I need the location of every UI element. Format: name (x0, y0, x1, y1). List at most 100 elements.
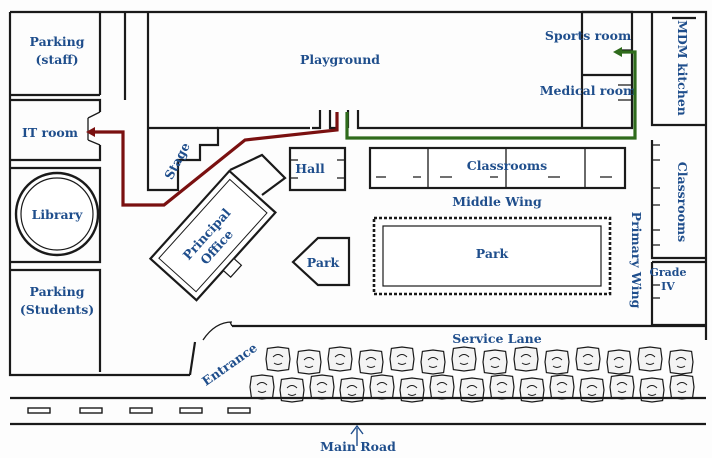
principal-office: Principal Office (148, 153, 287, 302)
tree-detail (616, 382, 628, 393)
grade-label-1: Grade (649, 266, 686, 279)
playground-label: Playground (300, 52, 380, 67)
tree-detail (436, 382, 448, 393)
playground-area: Playground (146, 12, 582, 192)
tree-detail (334, 354, 346, 365)
tree-detail (496, 382, 508, 393)
tree (459, 377, 485, 403)
tree-detail (613, 357, 625, 368)
tree (482, 349, 508, 375)
tree-detail (256, 382, 268, 393)
tree-detail (365, 357, 377, 368)
tree (489, 374, 515, 400)
tree-detail (582, 354, 594, 365)
right-classrooms: Classrooms (650, 140, 706, 260)
tree (669, 374, 695, 400)
sports-room-label: Sports room (545, 28, 631, 43)
tree (358, 349, 384, 375)
tree-detail (644, 354, 656, 365)
park-small-label: Park (307, 255, 340, 270)
large-park: Park (372, 216, 612, 296)
tree (339, 377, 365, 403)
library: Library (10, 166, 102, 264)
tree (429, 374, 455, 400)
tree-detail (427, 357, 439, 368)
tree (279, 377, 305, 403)
parking-students-label-1: Parking (30, 284, 85, 299)
tree (575, 346, 601, 372)
tree (309, 374, 335, 400)
tree (296, 349, 322, 375)
parking-students-area: Parking (Students) (10, 268, 102, 372)
tree-detail (551, 357, 563, 368)
tree-row (249, 346, 695, 403)
grade-iv-room: Grade IV (649, 260, 706, 327)
tree-detail (646, 385, 658, 396)
tree-detail (286, 385, 298, 396)
route-to-sports-room (345, 47, 637, 140)
park-large-label: Park (476, 246, 509, 261)
classrooms-right-label: Classrooms (675, 162, 690, 242)
middle-classrooms-block (368, 146, 627, 190)
tree-detail (272, 354, 284, 365)
tree-detail (376, 382, 388, 393)
primary-wing-label: Primary Wing (629, 212, 644, 309)
tree (420, 349, 446, 375)
parking-staff-label-2: (staff) (36, 52, 79, 67)
hall: Hall (288, 146, 347, 192)
tree (668, 349, 694, 375)
tree (606, 349, 632, 375)
tree-detail (303, 357, 315, 368)
route-to-it-room (86, 112, 339, 207)
tree (249, 374, 275, 400)
parking-staff-area: Parking (staff) (10, 12, 102, 97)
middle-wing-label: Middle Wing (452, 194, 542, 209)
tree (327, 346, 353, 372)
tree-detail (346, 385, 358, 396)
tree-detail (556, 382, 568, 393)
mdm-kitchen: MDM kitchen (650, 12, 706, 127)
tree (389, 346, 415, 372)
tree (519, 377, 545, 403)
main-road: Main Road (10, 396, 706, 454)
tree-detail (675, 357, 687, 368)
tree (549, 374, 575, 400)
campus-boundary (8, 10, 708, 377)
parking-students-label-2: (Students) (20, 302, 94, 317)
tree (399, 377, 425, 403)
tree-detail (458, 354, 470, 365)
hall-label: Hall (295, 161, 325, 176)
tree-detail (520, 354, 532, 365)
grade-label-2: IV (661, 280, 675, 293)
tree-detail (466, 385, 478, 396)
tree (513, 346, 539, 372)
mdm-kitchen-label: MDM kitchen (675, 20, 690, 116)
tree-detail (406, 385, 418, 396)
classrooms-center-label: Classrooms (467, 158, 547, 173)
tree-detail (676, 382, 688, 393)
tree (544, 349, 570, 375)
tree-detail (526, 385, 538, 396)
small-park: Park (291, 236, 351, 287)
sports-medical-block: Sports room Medical room (540, 10, 637, 130)
tree-detail (586, 385, 598, 396)
tree-detail (316, 382, 328, 393)
it-room: IT room (10, 98, 102, 162)
tree (369, 374, 395, 400)
tree (579, 377, 605, 403)
service-lane-label: Service Lane (452, 331, 541, 346)
medical-room-label: Medical room (540, 83, 637, 98)
it-room-label: IT room (22, 125, 78, 140)
tree-detail (396, 354, 408, 365)
main-road-label: Main Road (320, 439, 396, 454)
library-label: Library (32, 207, 84, 222)
middle-classrooms: Classrooms (368, 146, 627, 190)
tree (639, 377, 665, 403)
tree (265, 346, 291, 372)
tree (451, 346, 477, 372)
tree-detail (489, 357, 501, 368)
parking-staff-label-1: Parking (30, 34, 85, 49)
tree (609, 374, 635, 400)
